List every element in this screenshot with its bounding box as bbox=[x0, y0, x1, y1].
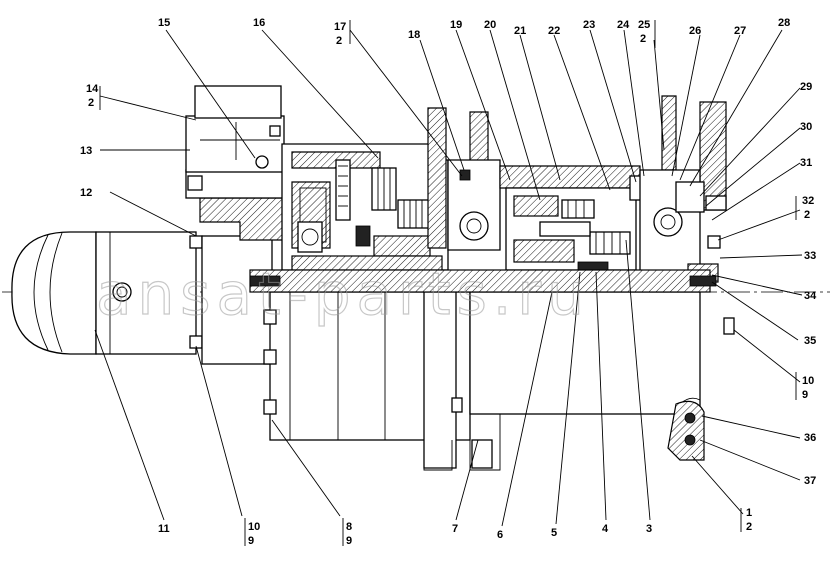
callout-5: 5 bbox=[551, 527, 557, 539]
base-foot bbox=[423, 440, 501, 471]
drum-housing bbox=[263, 291, 471, 469]
hydraulic-motor bbox=[11, 231, 203, 355]
callout-10-bottom: 10 bbox=[248, 521, 260, 533]
callout-30: 30 bbox=[800, 121, 812, 133]
callout-15: 15 bbox=[158, 17, 170, 29]
callout-13: 13 bbox=[80, 145, 92, 157]
callout-28: 28 bbox=[778, 17, 790, 29]
end-cover bbox=[639, 95, 735, 461]
callout-27: 27 bbox=[734, 25, 746, 37]
callout-23: 23 bbox=[583, 19, 595, 31]
callout-24: 24 bbox=[617, 19, 630, 31]
qty-14: 2 bbox=[88, 97, 94, 109]
callout-4: 4 bbox=[602, 523, 609, 535]
main-shaft bbox=[249, 269, 717, 293]
callout-34: 34 bbox=[804, 290, 817, 302]
qty-8: 9 bbox=[346, 535, 352, 547]
callout-22: 22 bbox=[548, 25, 560, 37]
callout-21: 21 bbox=[514, 25, 526, 37]
callout-1: 1 bbox=[746, 507, 752, 519]
mounting-flange bbox=[185, 85, 291, 365]
callout-17: 17 bbox=[334, 21, 346, 33]
leader-lines bbox=[94, 29, 803, 527]
qty-1: 2 bbox=[746, 521, 752, 533]
callout-10-right: 10 bbox=[802, 375, 814, 387]
qty-25: 2 bbox=[640, 33, 646, 45]
callout-29: 29 bbox=[800, 81, 812, 93]
callout-18: 18 bbox=[408, 29, 420, 41]
callout-31: 31 bbox=[800, 157, 812, 169]
watermark: ansat-parts.ru bbox=[96, 260, 590, 328]
callout-3: 3 bbox=[646, 523, 652, 535]
callout-32: 32 bbox=[802, 195, 814, 207]
callout-33: 33 bbox=[804, 250, 816, 262]
callout-25: 25 bbox=[638, 19, 650, 31]
qty-10-right: 9 bbox=[802, 389, 808, 401]
callout-26: 26 bbox=[689, 25, 701, 37]
callout-14: 14 bbox=[86, 83, 99, 95]
callout-19: 19 bbox=[450, 19, 462, 31]
callout-35: 35 bbox=[804, 335, 816, 347]
callout-labels: 14 2 13 12 15 16 17 2 18 19 20 21 22 23 … bbox=[80, 17, 817, 547]
quantity-bars bbox=[99, 20, 797, 546]
callout-11: 11 bbox=[158, 523, 170, 535]
callout-6: 6 bbox=[497, 529, 503, 541]
callout-8: 8 bbox=[346, 521, 352, 533]
callout-20: 20 bbox=[484, 19, 496, 31]
callout-37: 37 bbox=[804, 475, 816, 487]
qty-32: 2 bbox=[804, 209, 810, 221]
callout-7: 7 bbox=[452, 523, 458, 535]
callout-16: 16 bbox=[253, 17, 265, 29]
flange-plate bbox=[427, 107, 501, 251]
callout-12: 12 bbox=[80, 187, 92, 199]
gear-train-section bbox=[281, 143, 449, 271]
drum-barrel bbox=[469, 291, 701, 469]
callout-36: 36 bbox=[804, 432, 816, 444]
qty-17: 2 bbox=[336, 35, 342, 47]
qty-10-bottom: 9 bbox=[248, 535, 254, 547]
